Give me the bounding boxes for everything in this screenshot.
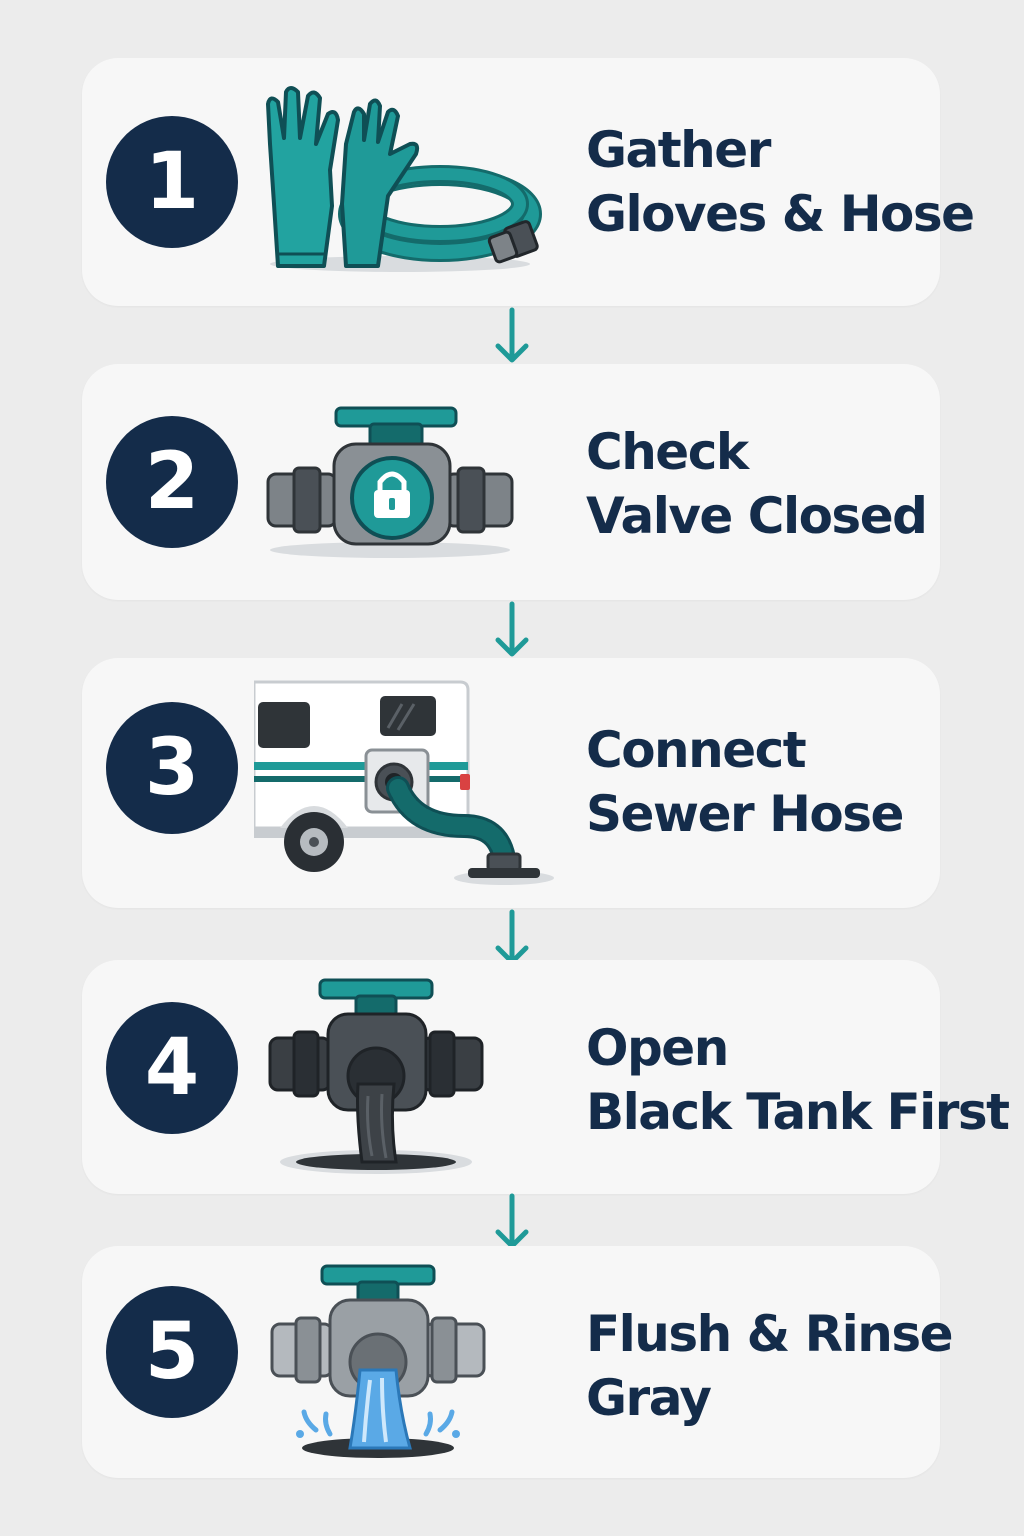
step-number-badge: 2 <box>106 416 238 548</box>
step-number-badge: 3 <box>106 702 238 834</box>
step-card-1: 1 Gather Gloves & Hose <box>82 58 975 306</box>
step-number-badge: 5 <box>106 1286 238 1418</box>
step-label-line-1: Flush & Rinse <box>586 1305 954 1363</box>
step-label-line-2: Gloves & Hose <box>586 185 975 243</box>
step-label-line-1: Gather <box>586 121 771 179</box>
locked-valve-icon <box>266 406 514 558</box>
gray-tank-flush-icon <box>270 1264 486 1458</box>
arrow-down-icon <box>495 1193 529 1249</box>
step-card-4: 4 Open Black Tank First <box>82 960 1010 1194</box>
step-card-2: 2 Check Valve Closed <box>82 364 940 600</box>
step-number-badge: 1 <box>106 116 238 248</box>
black-tank-valve-icon <box>268 978 484 1174</box>
step-label-line-1: Connect <box>586 721 807 779</box>
step-label: Open Black Tank First <box>586 1016 1010 1144</box>
arrow-down-icon <box>495 601 529 657</box>
step-label-line-2: Gray <box>586 1369 712 1427</box>
gloves-and-hose-icon <box>266 86 542 272</box>
step-label-line-2: Sewer Hose <box>586 785 904 843</box>
step-label-line-1: Check <box>586 423 749 481</box>
step-label: Connect Sewer Hose <box>586 718 904 846</box>
step-card-5: 5 Flush & Rinse Gray <box>82 1246 954 1478</box>
rv-sewer-hose-icon <box>254 680 554 885</box>
step-label-line-2: Black Tank First <box>586 1083 1010 1141</box>
step-number-badge: 4 <box>106 1002 238 1134</box>
step-label: Check Valve Closed <box>586 420 928 548</box>
step-label-line-2: Valve Closed <box>586 487 928 545</box>
step-label-line-1: Open <box>586 1019 729 1077</box>
step-card-3: 3 Connect Sewer Hose <box>82 658 940 908</box>
step-label: Flush & Rinse Gray <box>586 1302 954 1430</box>
step-label: Gather Gloves & Hose <box>586 118 975 246</box>
arrow-down-icon <box>495 307 529 363</box>
